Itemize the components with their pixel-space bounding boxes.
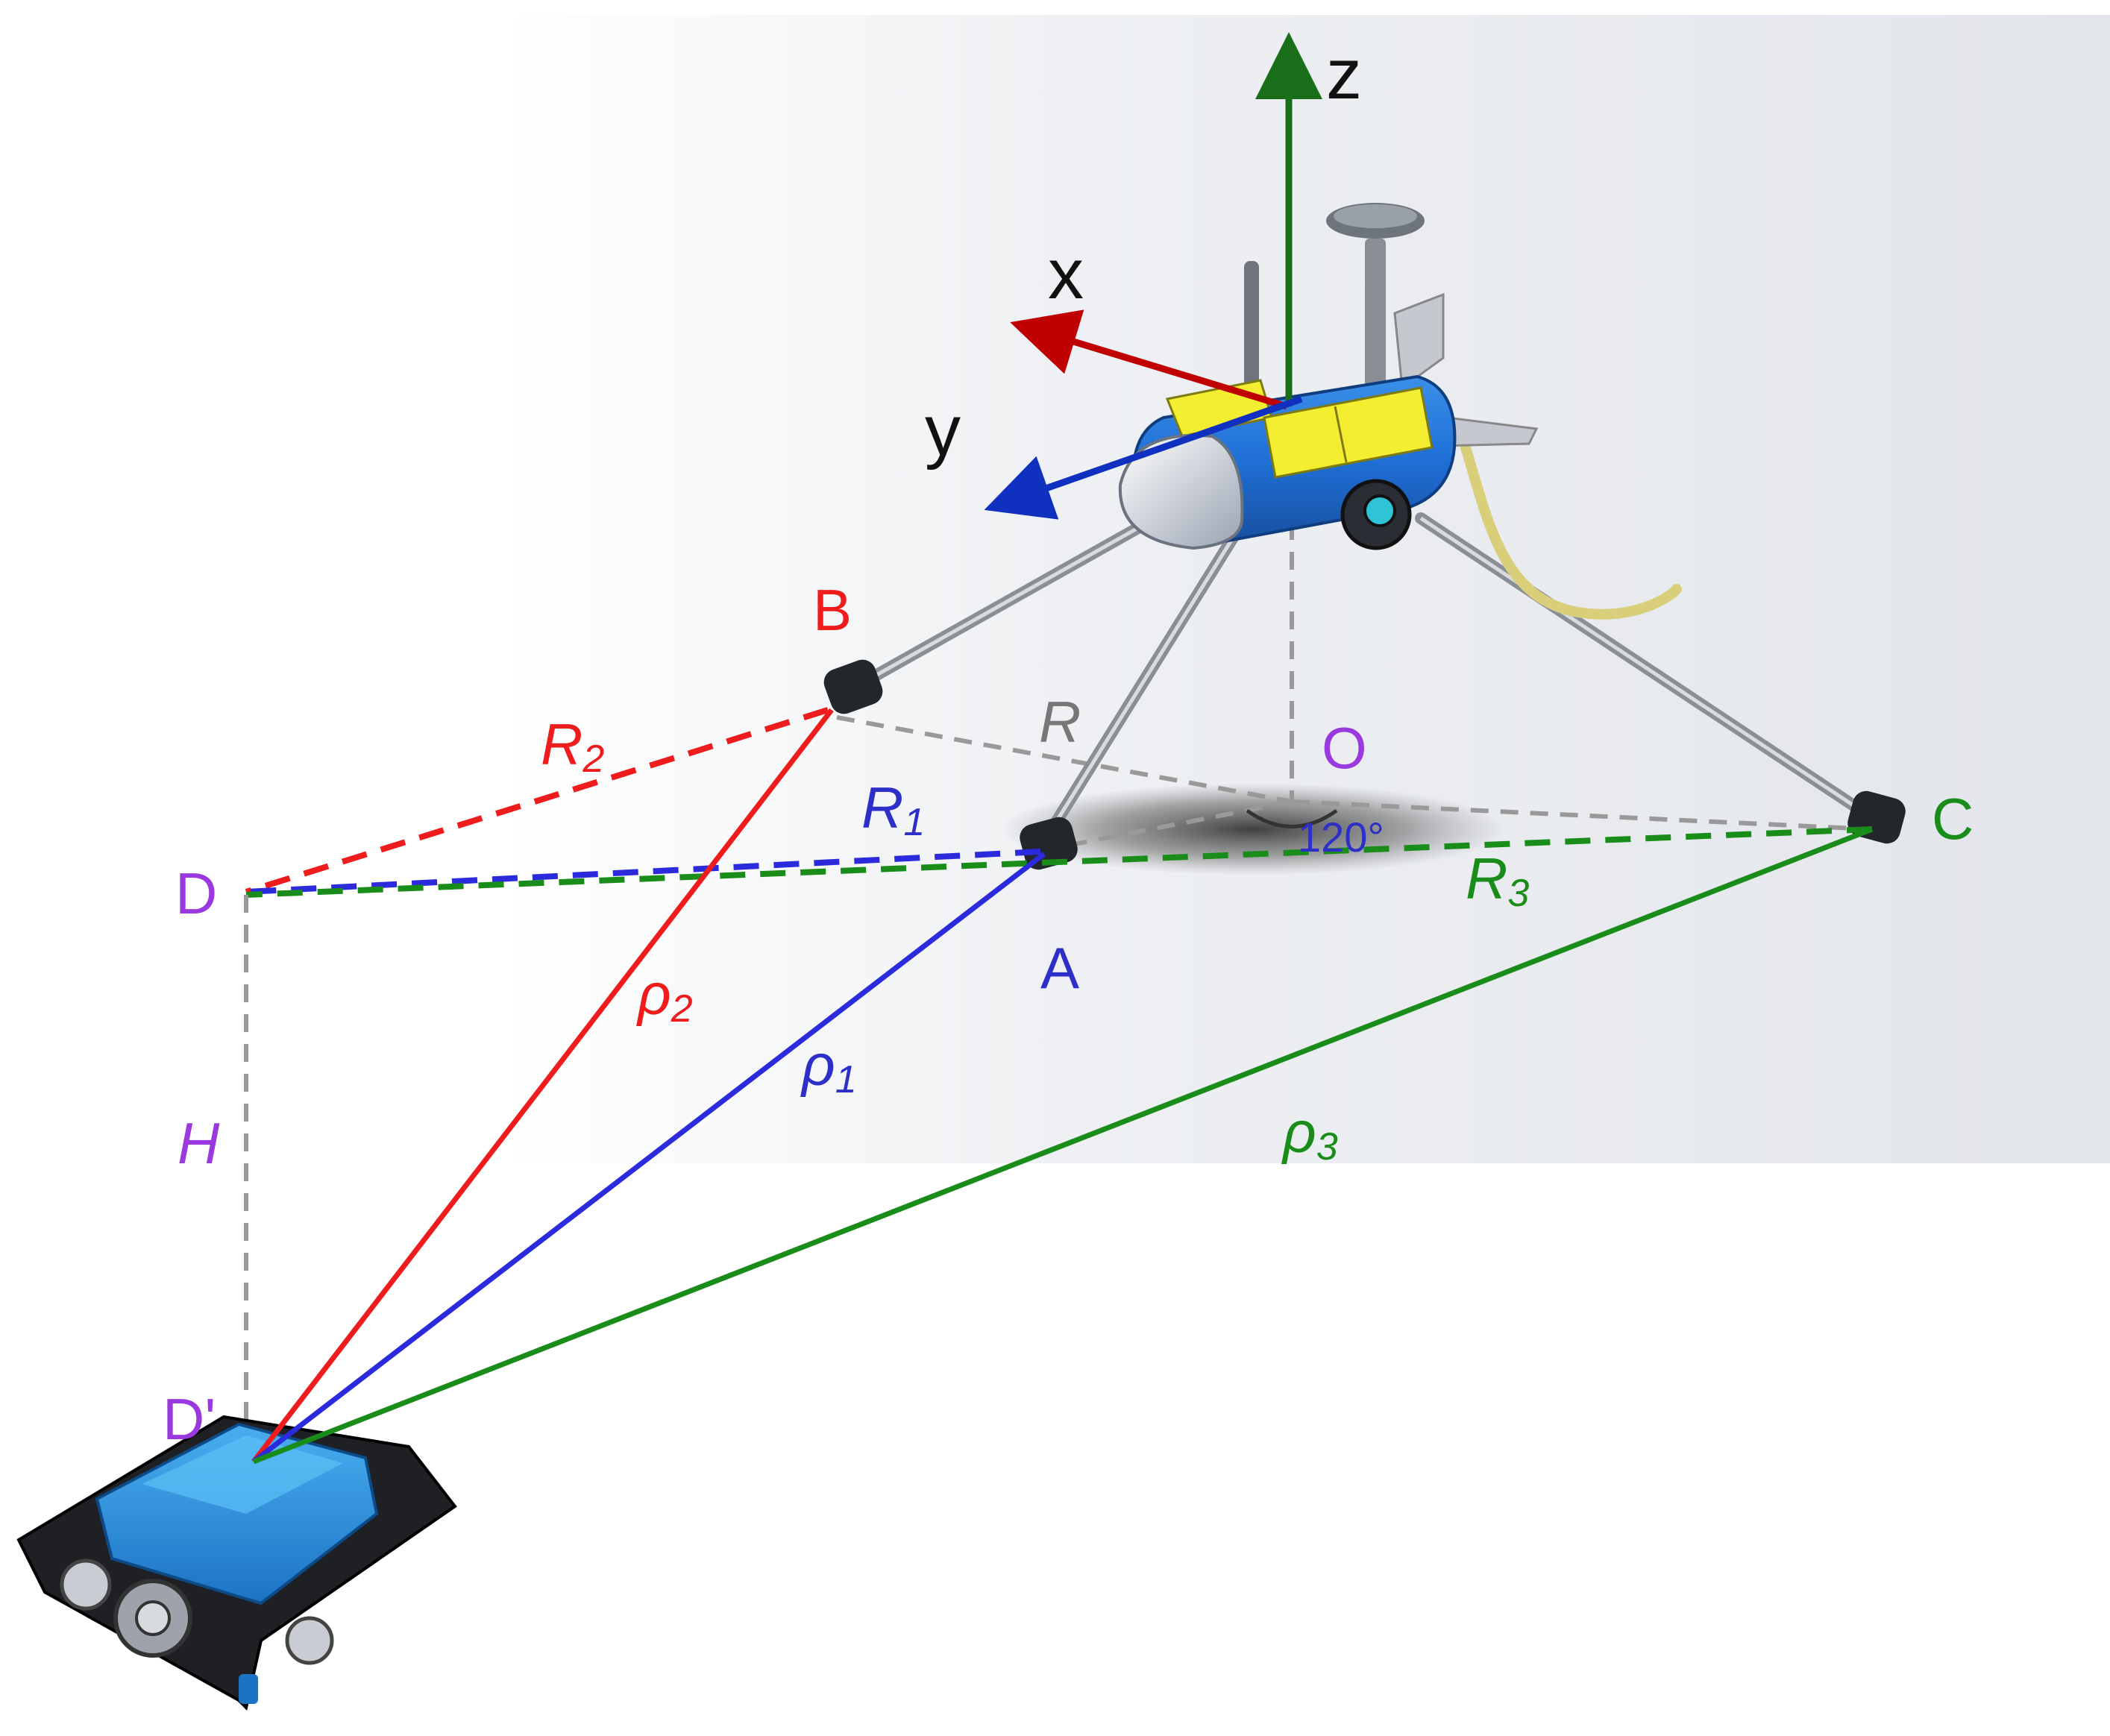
segment-r1: [245, 849, 1041, 895]
thruster-hub: [1363, 494, 1396, 527]
battery-divider: [1334, 406, 1348, 463]
battery-pack-main: [1263, 386, 1434, 479]
gps-puck-top: [1334, 204, 1417, 228]
segment-b-o: [836, 715, 1293, 804]
segment-r3: [245, 826, 1873, 898]
segment-r2: [245, 707, 829, 895]
segment-rho3-label: ρ3: [1281, 1099, 1338, 1169]
foot-a: [1020, 817, 1078, 870]
segment-r3-label: R3: [1466, 846, 1529, 915]
rov-vehicle: [16, 1415, 457, 1711]
rov-light-left: [60, 1559, 112, 1611]
render-background: [503, 15, 2110, 1163]
gps-mast: [1365, 239, 1386, 403]
segment-rho2-label: ρ2: [636, 961, 693, 1031]
segment-r-label: R: [1039, 689, 1081, 755]
segment-rho1: [251, 852, 1046, 1464]
point-d-label: D: [175, 861, 217, 926]
point-a-label: A: [1040, 935, 1079, 1001]
vehicle-nose: [1118, 433, 1244, 550]
y-axis-arrow: [984, 395, 1303, 520]
leg-a-highlight: [1046, 528, 1240, 837]
rov-hull-top: [142, 1435, 343, 1514]
segment-rho1-label: ρ1: [800, 1032, 857, 1101]
rov-light-right: [285, 1616, 334, 1665]
foot-b: [823, 659, 883, 714]
segment-rho3: [252, 826, 1874, 1465]
segment-rho2: [251, 708, 834, 1464]
y-axis-label: y: [925, 391, 961, 471]
segment-r2-label: R2: [541, 711, 604, 781]
segment-r1-label: R1: [861, 775, 925, 844]
x-axis-label: x: [1048, 234, 1084, 314]
leg-b-highlight: [849, 520, 1150, 692]
angle-arc: [1246, 808, 1338, 828]
angle-label: 120°: [1298, 814, 1384, 861]
ground-shadow: [999, 783, 1507, 875]
point-b-label: B: [813, 577, 852, 643]
rov-thruster-front-hub: [135, 1600, 171, 1636]
leg-c-highlight: [1419, 516, 1866, 815]
antenna-mast: [1244, 261, 1259, 410]
x-axis-arrow: [1010, 309, 1288, 410]
point-d-prime-label: D': [163, 1386, 216, 1452]
rov-port-plug: [239, 1674, 258, 1704]
segment-h-label: H: [178, 1110, 220, 1176]
segment-o-c: [1291, 799, 1873, 831]
segment-o-a: [1043, 799, 1293, 852]
rear-fin-upper: [1393, 292, 1445, 390]
point-o-label: O: [1322, 715, 1367, 781]
z-axis-label: z: [1326, 34, 1362, 114]
tether-cable: [1460, 442, 1682, 620]
point-c-label: C: [1932, 786, 1974, 852]
